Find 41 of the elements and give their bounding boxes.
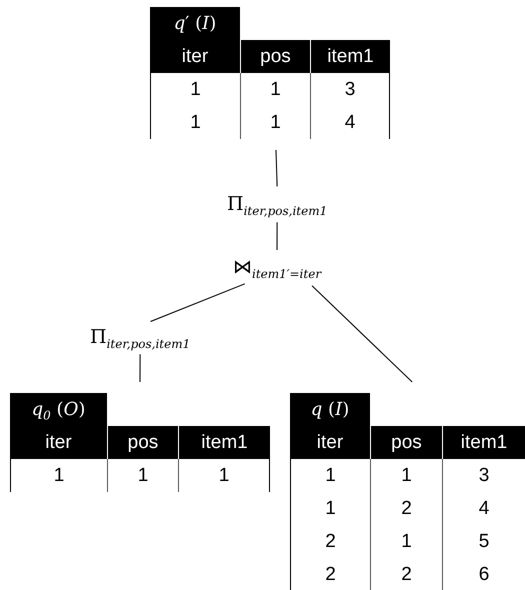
table-cell: 3 bbox=[310, 73, 390, 106]
table-cell: 2 bbox=[290, 558, 370, 590]
connector-line bbox=[312, 285, 413, 382]
connector-line bbox=[276, 150, 278, 187]
table-cell: 5 bbox=[442, 525, 525, 558]
data-table bbox=[290, 393, 525, 590]
table-cell: 1 bbox=[240, 73, 310, 106]
table-cell: 1 bbox=[10, 459, 107, 492]
column-header: pos bbox=[107, 426, 178, 459]
table-cell: 1 bbox=[370, 525, 442, 558]
column-header: iter bbox=[290, 426, 370, 459]
table-title: q′ (I) bbox=[150, 7, 240, 40]
connector-line bbox=[276, 222, 278, 250]
table-cell: 1 bbox=[150, 106, 240, 139]
table-cell: 2 bbox=[370, 558, 442, 590]
table-cell: 1 bbox=[370, 459, 442, 492]
table-cell: 1 bbox=[178, 459, 270, 492]
table-cell: 4 bbox=[442, 492, 525, 525]
column-header: item1 bbox=[310, 40, 390, 73]
column-header: pos bbox=[370, 426, 442, 459]
column-header: iter bbox=[150, 40, 240, 73]
table-cell: 1 bbox=[107, 459, 178, 492]
table-cell: 1 bbox=[150, 73, 240, 106]
column-header: item1 bbox=[178, 426, 270, 459]
data-table bbox=[10, 393, 270, 492]
column-header: item1 bbox=[442, 426, 525, 459]
table-cell: 3 bbox=[442, 459, 525, 492]
connector-line bbox=[150, 283, 246, 322]
table-cell: 1 bbox=[290, 459, 370, 492]
data-table bbox=[150, 7, 390, 139]
table-title: q$_{0}$ (O) bbox=[10, 393, 107, 426]
column-header: iter bbox=[10, 426, 107, 459]
column-header: pos bbox=[240, 40, 310, 73]
table-title: q (I) bbox=[290, 393, 370, 426]
table-cell: 6 bbox=[442, 558, 525, 590]
table-cell: 2 bbox=[370, 492, 442, 525]
table-cell: 2 bbox=[290, 525, 370, 558]
table-cell: 1 bbox=[290, 492, 370, 525]
table-cell: 1 bbox=[240, 106, 310, 139]
table-cell: 4 bbox=[310, 106, 390, 139]
connector-line bbox=[140, 354, 141, 382]
